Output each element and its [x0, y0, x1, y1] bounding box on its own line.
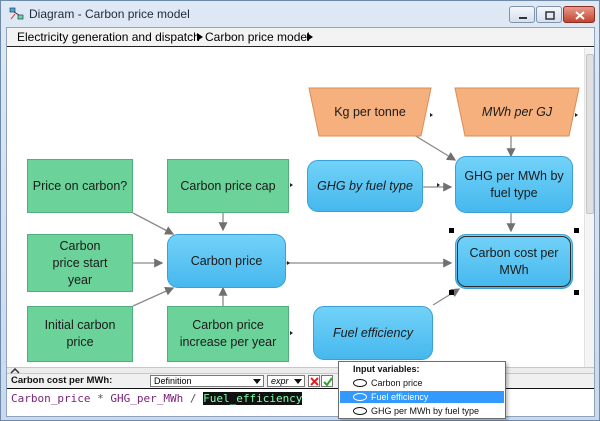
variable-oval-icon [353, 379, 367, 387]
breadcrumb-arrow-icon [307, 33, 313, 41]
variable-oval-icon [353, 393, 367, 401]
expr-carbon-price: Carbon_price [11, 392, 91, 405]
expr-operator: * [90, 392, 111, 405]
attribute-select-value: Definition [154, 376, 192, 386]
node-initial-carbon-price[interactable]: Initial carbon price [27, 306, 133, 362]
popup-item-label: Carbon price [371, 378, 423, 388]
node-label: Carbon cost per MWh [469, 245, 559, 277]
window-title: Diagram - Carbon price model [29, 7, 190, 21]
diagram-client-area: Electricity generation and dispatch Carb… [6, 27, 595, 417]
output-port-markers [287, 113, 578, 335]
variable-oval-icon [353, 407, 367, 415]
expr-fuel-efficiency-selected: Fuel_efficiency [203, 392, 303, 405]
node-label: Initial carbon price [44, 318, 116, 349]
popup-item-carbon-price[interactable]: Carbon price [340, 377, 504, 389]
green-check-icon [323, 377, 333, 387]
pane-splitter[interactable] [7, 367, 594, 374]
node-ghg-per-mwh-by-fuel-type[interactable]: GHG per MWh by fuel type [455, 156, 573, 213]
popup-item-ghg-per-mwh[interactable]: GHG per MWh by fuel type [340, 405, 504, 417]
node-label: Carbon price increase per year [179, 318, 277, 349]
attribute-select[interactable]: Definition [150, 375, 264, 387]
diagram-canvas[interactable]: Kg per tonne MWh per GJ Price on carbon?… [7, 48, 583, 367]
maximize-button[interactable] [536, 6, 562, 23]
title-bar[interactable]: Diagram - Carbon price model [1, 1, 599, 27]
diagram-vertical-scrollbar[interactable] [584, 48, 594, 367]
node-carbon-price-increase-per-year[interactable]: Carbon price increase per year [167, 306, 289, 362]
expression-mode-select[interactable]: expr [267, 375, 305, 387]
accept-edit-button[interactable] [321, 375, 333, 387]
breadcrumb: Electricity generation and dispatch Carb… [7, 28, 594, 47]
node-carbon-price[interactable]: Carbon price [167, 234, 286, 288]
node-label: Price on carbon? [32, 178, 128, 193]
node-label: Fuel efficiency [333, 325, 413, 340]
maximize-icon [545, 11, 555, 20]
expr-operator: / [183, 392, 204, 405]
node-label: Carbon price cap [180, 178, 276, 193]
breadcrumb-item-electricity[interactable]: Electricity generation and dispatch [17, 30, 200, 44]
node-fuel-efficiency[interactable]: Fuel efficiency [313, 306, 433, 360]
popup-item-label: GHG per MWh by fuel type [371, 406, 480, 416]
arrow-initial-to-price [132, 287, 175, 307]
definition-variable-label: Carbon cost per MWh: [11, 375, 113, 386]
mwh-per-gj-shape [454, 87, 580, 137]
scrollbar-thumb[interactable] [586, 54, 594, 214]
close-button[interactable] [563, 6, 595, 23]
diagram-app-icon [9, 7, 24, 20]
node-price-on-carbon[interactable]: Price on carbon? [27, 159, 133, 213]
influence-arrows [132, 115, 516, 307]
arrow-fuel-to-cost [432, 288, 461, 306]
expression-text[interactable]: Carbon_price * GHG_per_MWh / Fuel_effici… [11, 392, 303, 405]
breadcrumb-item-carbon-price-model[interactable]: Carbon price model [205, 30, 310, 44]
chevron-down-icon [294, 379, 302, 384]
minimize-button[interactable] [509, 6, 535, 23]
close-icon [575, 11, 585, 20]
node-kg-per-tonne[interactable]: Kg per tonne [307, 86, 433, 138]
node-mwh-per-gj[interactable]: MWh per GJ [453, 86, 581, 138]
node-label: GHG per MWh by fuel type [464, 168, 564, 200]
breadcrumb-arrow-icon [197, 33, 203, 41]
popup-item-fuel-efficiency[interactable]: Fuel efficiency [340, 391, 504, 403]
node-label: Carbon price start year [52, 238, 108, 287]
node-label: MWh per GJ [481, 105, 553, 119]
kg-per-tonne-shape [308, 87, 432, 137]
red-x-icon [310, 377, 319, 386]
chevron-down-icon [253, 379, 261, 384]
minimize-icon [519, 17, 527, 19]
node-label: Carbon price [190, 253, 263, 268]
input-variables-popup: Input variables: Carbon price Fuel effic… [338, 361, 506, 419]
popup-header: Input variables: [353, 364, 420, 374]
collapse-arrow-icon[interactable] [10, 368, 20, 374]
node-carbon-price-start-year[interactable]: Carbon price start year [27, 234, 133, 292]
expr-ghg-per-mwh: GHG_per_MWh [110, 392, 184, 405]
selection-handles [449, 228, 579, 295]
cancel-edit-button[interactable] [308, 375, 320, 387]
node-ghg-by-fuel-type[interactable]: GHG by fuel type [307, 160, 423, 212]
popup-item-label: Fuel efficiency [371, 392, 429, 402]
arrow-price-on-to-price [132, 212, 175, 235]
node-carbon-cost-per-mwh[interactable]: Carbon cost per MWh [455, 234, 573, 289]
node-label: GHG by fuel type [317, 178, 413, 193]
node-carbon-price-cap[interactable]: Carbon price cap [167, 159, 289, 213]
mode-select-value: expr [271, 376, 289, 386]
node-label: Kg per tonne [334, 105, 406, 119]
